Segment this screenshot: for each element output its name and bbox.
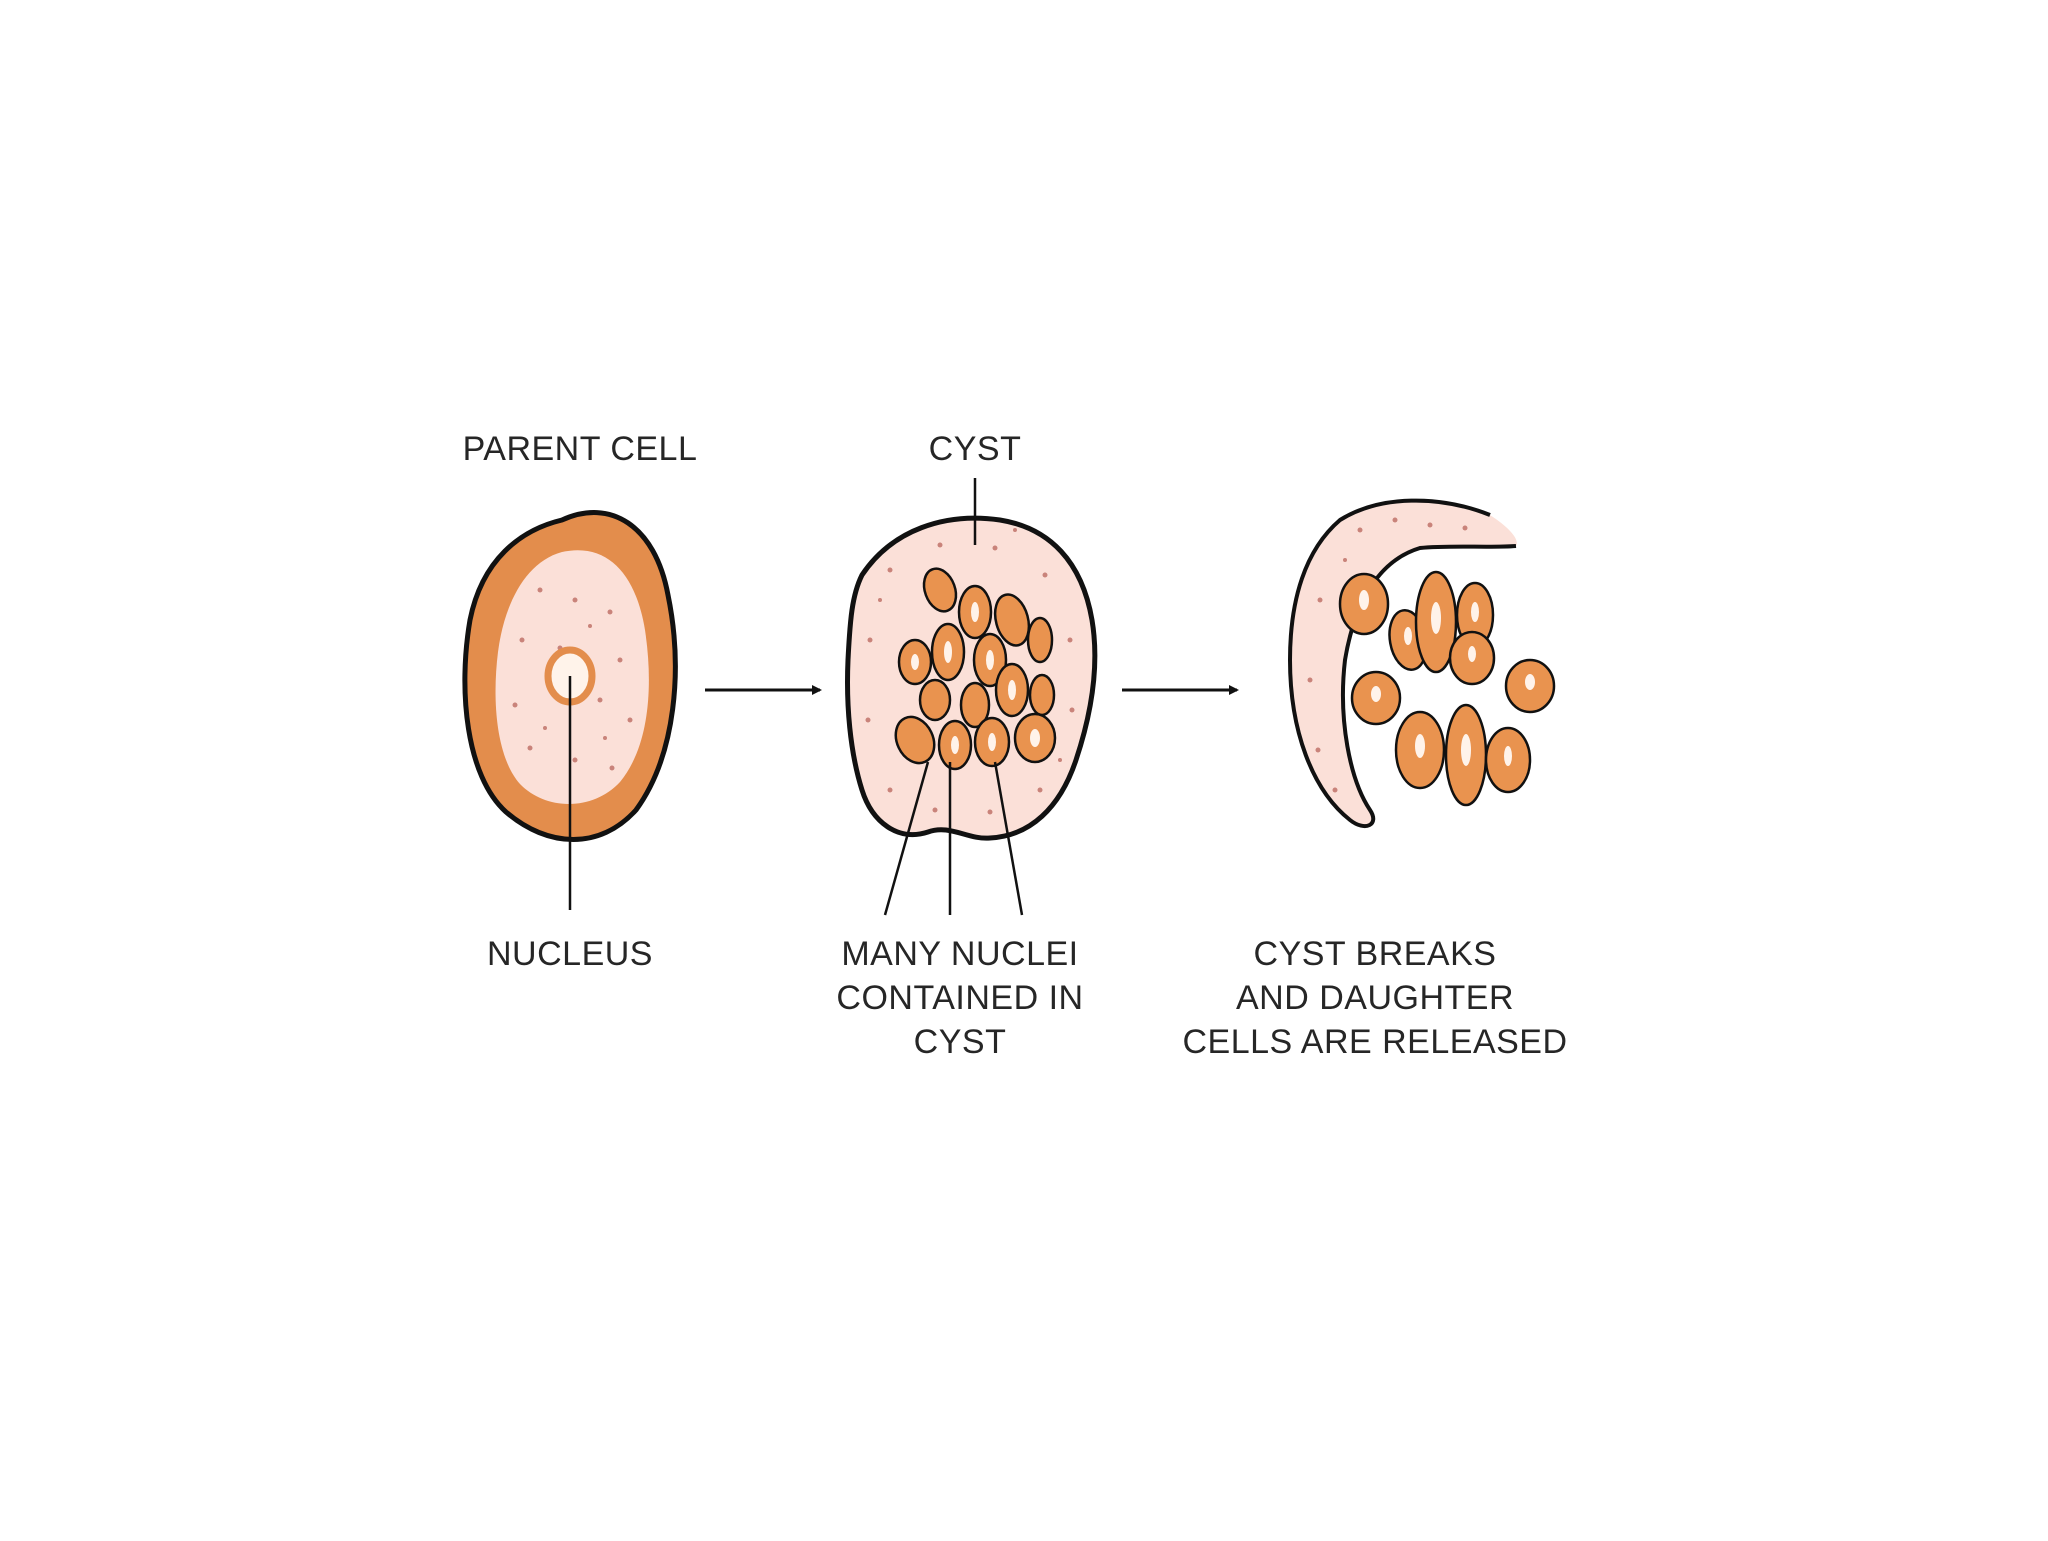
label-many-nuclei-line-2: CONTAINED IN	[790, 976, 1130, 1020]
label-cyst-breaks-line-1: CYST BREAKS	[1165, 932, 1585, 976]
cyst-wall	[848, 518, 1095, 838]
label-cyst-breaks-line-3: CELLS ARE RELEASED	[1165, 1020, 1585, 1064]
cyst	[848, 478, 1095, 915]
label-many-nuclei-line-1: MANY NUCLEI	[790, 932, 1130, 976]
parent-cell	[465, 513, 675, 910]
broken-cyst	[1290, 501, 1554, 827]
label-parent-cell: PARENT CELL	[430, 427, 730, 471]
daughter-cells	[1340, 572, 1554, 805]
label-nucleus: NUCLEUS	[440, 932, 700, 976]
label-many-nuclei-line-3: CYST	[790, 1020, 1130, 1064]
label-cyst-breaks-line-2: AND DAUGHTER	[1165, 976, 1585, 1020]
label-cyst: CYST	[875, 427, 1075, 471]
